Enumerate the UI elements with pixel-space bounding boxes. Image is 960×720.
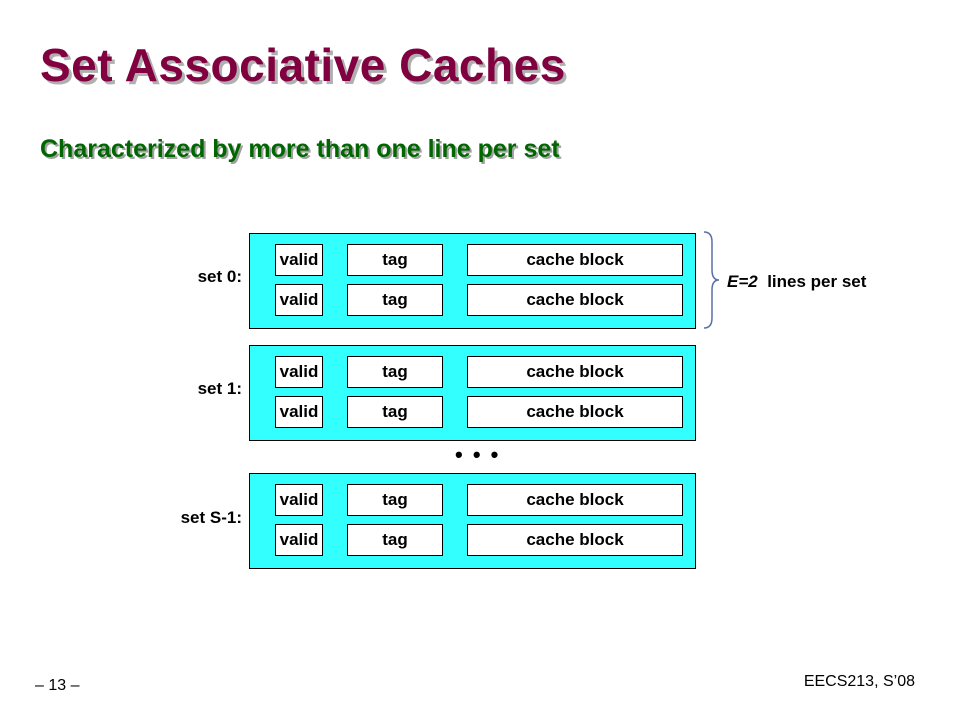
tag-cell: tag [347, 244, 443, 276]
course-label: EECS213, S’08 [803, 673, 915, 690]
cache-block-cell: cache block [467, 484, 683, 516]
valid-bit-cell: valid [275, 244, 323, 276]
slide-title: Set Associative Caches [40, 39, 566, 91]
cache-line: valid tag cache block [250, 284, 695, 316]
ellipsis: • • • [455, 442, 501, 467]
cache-line: valid tag cache block [250, 396, 695, 428]
slide-subtitle: Characterized by more than one line per … [40, 135, 560, 163]
tag-cell: tag [347, 356, 443, 388]
associativity-text: lines per set [767, 272, 867, 291]
cache-block-cell: cache block [467, 244, 683, 276]
page-number: – 13 – [35, 677, 80, 694]
valid-bit-cell: valid [275, 356, 323, 388]
set-box-0: valid tag cache block valid tag cache bl… [249, 233, 696, 329]
valid-bit-cell: valid [275, 484, 323, 516]
set-label-0: set 0: [197, 267, 242, 286]
cache-line: valid tag cache block [250, 244, 695, 276]
valid-bit-cell: valid [275, 524, 323, 556]
set-label-last: set S-1: [180, 508, 242, 527]
cache-line: valid tag cache block [250, 356, 695, 388]
tag-cell: tag [347, 484, 443, 516]
cache-block-cell: cache block [467, 396, 683, 428]
cache-block-cell: cache block [467, 284, 683, 316]
cache-line: valid tag cache block [250, 484, 695, 516]
lines-per-set-annotation: E=2 lines per set [727, 272, 866, 292]
set-box-last: valid tag cache block valid tag cache bl… [249, 473, 696, 569]
curly-brace-icon [703, 231, 720, 329]
cache-block-cell: cache block [467, 356, 683, 388]
tag-cell: tag [347, 396, 443, 428]
valid-bit-cell: valid [275, 396, 323, 428]
valid-bit-cell: valid [275, 284, 323, 316]
associativity-value: E=2 [727, 272, 758, 291]
tag-cell: tag [347, 284, 443, 316]
set-label-1: set 1: [197, 379, 242, 398]
cache-line: valid tag cache block [250, 524, 695, 556]
cache-block-cell: cache block [467, 524, 683, 556]
set-box-1: valid tag cache block valid tag cache bl… [249, 345, 696, 441]
tag-cell: tag [347, 524, 443, 556]
